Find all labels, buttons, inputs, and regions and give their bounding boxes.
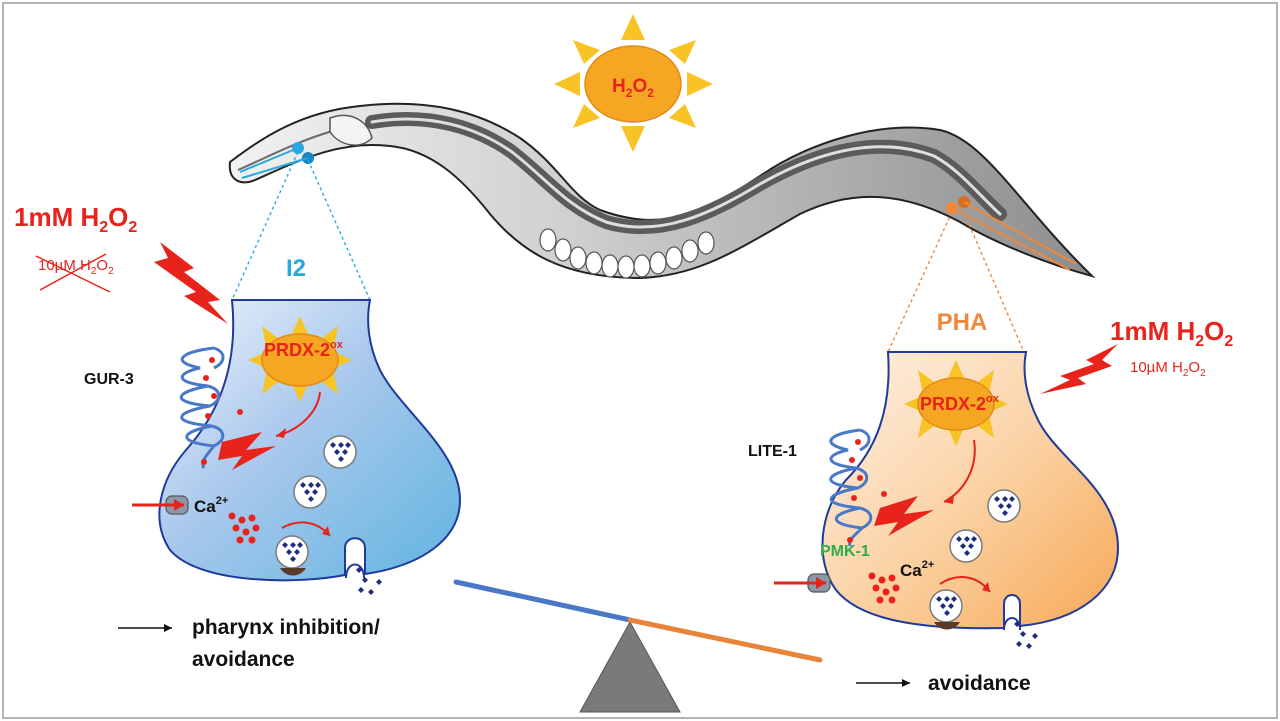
seesaw-beam-pha <box>627 617 823 663</box>
i2-release-site <box>280 568 306 576</box>
pha-vesicle-2 <box>949 529 983 563</box>
pha-neuron-panel: PHA 1mM H2O2 10µM H2O2 PRDX-2ox <box>748 309 1233 695</box>
lite1-dots <box>847 439 887 543</box>
i2-neuron-terminal <box>158 299 462 582</box>
gur3-receptor <box>179 346 225 469</box>
projection-lines <box>231 151 1025 353</box>
pha-vesicle-1 <box>987 489 1021 523</box>
i2-vesicle-docked <box>275 535 309 569</box>
i2-small-lightning-icon <box>218 432 276 470</box>
i2-calcium-ions <box>228 512 260 544</box>
pha-dose-low: 10µM H2O2 <box>1130 359 1206 379</box>
i2-vesicle-2 <box>293 475 327 509</box>
pha-label: PHA <box>937 309 988 336</box>
i2-neuron-panel: I2 1mM H2O2 10µM H2O2 PRDX-2ox <box>14 202 462 671</box>
i2-dose-high: 1mM H2O2 <box>14 202 137 236</box>
i2-ca-label: Ca2+ <box>194 495 228 516</box>
pmk1-label: PMK-1 <box>820 543 870 560</box>
lite1-receptor <box>829 428 873 547</box>
i2-dose-low-strike-1 <box>35 255 111 293</box>
seesaw-fulcrum <box>579 620 681 713</box>
pha-dose-high: 1mM H2O2 <box>1110 316 1233 350</box>
sun-hydrogen-peroxide: H2O2 <box>554 14 713 152</box>
i2-dose-low: 10µM H2O2 <box>38 257 114 277</box>
i2-outcome-line1: pharynx inhibition/ <box>192 616 380 639</box>
i2-neuron-soma <box>239 142 314 179</box>
i2-dose-low-strike-2 <box>39 253 107 291</box>
pha-calcium-ions <box>868 572 900 604</box>
lite1-label: LITE-1 <box>748 443 797 460</box>
i2-outcome-line2: avoidance <box>192 648 295 671</box>
i2-label: I2 <box>286 255 306 282</box>
pha-lightning-icon <box>1040 344 1118 394</box>
gur3-dots <box>201 357 243 465</box>
pha-ca-label: Ca2+ <box>900 559 934 580</box>
pha-release-site <box>934 622 960 630</box>
sun-label: H2O2 <box>612 76 654 100</box>
i2-vesicle-1 <box>323 435 357 469</box>
i2-prdx-sun <box>248 316 352 402</box>
pha-neuron-soma <box>946 196 1077 271</box>
sun-rays <box>554 14 713 152</box>
seesaw-beam-i2 <box>453 579 633 623</box>
pha-prdx-sun <box>904 360 1008 446</box>
gur3-label: GUR-3 <box>84 371 134 388</box>
pha-released-transmitter <box>1014 621 1038 649</box>
i2-lightning-icon <box>154 242 228 324</box>
i2-ca-channel <box>132 495 189 515</box>
worm-illustration <box>228 102 1096 280</box>
pha-ca-channel <box>774 573 831 593</box>
i2-released-transmitter <box>356 567 382 595</box>
pha-outcome: avoidance <box>928 672 1031 695</box>
sun-core <box>584 45 682 123</box>
pha-prdx-label: PRDX-2ox <box>920 393 1000 414</box>
seesaw <box>453 579 823 713</box>
pha-small-lightning-icon <box>874 496 934 536</box>
i2-prdx-label: PRDX-2ox <box>264 339 344 360</box>
pha-vesicle-docked <box>929 589 963 623</box>
worm-eggs <box>539 228 715 279</box>
